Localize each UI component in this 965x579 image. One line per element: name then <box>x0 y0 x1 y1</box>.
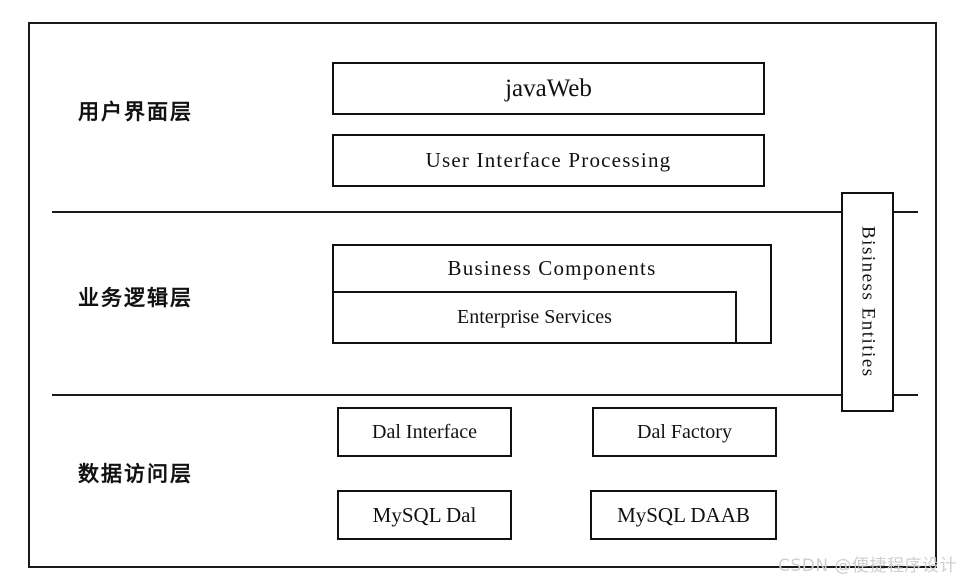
layer-label-presentation: 用户界面层 <box>78 100 193 124</box>
box-enterprise-services: Enterprise Services <box>332 291 737 344</box>
layer-label-business-logic: 业务逻辑层 <box>78 286 193 310</box>
box-user-interface-processing: User Interface Processing <box>332 134 765 187</box>
box-mysql-dal: MySQL Dal <box>337 490 512 540</box>
layer-label-data-access: 数据访问层 <box>78 462 193 486</box>
box-javaweb: javaWeb <box>332 62 765 115</box>
bisiness-entities-label: Bisiness Entities <box>857 226 879 378</box>
box-mysql-daab: MySQL DAAB <box>590 490 777 540</box>
box-dal-interface: Dal Interface <box>337 407 512 457</box>
layer-divider-business-data <box>52 394 918 396</box>
box-bisiness-entities: Bisiness Entities <box>841 192 894 412</box>
layer-divider-presentation-business <box>52 211 918 213</box>
box-dal-factory: Dal Factory <box>592 407 777 457</box>
